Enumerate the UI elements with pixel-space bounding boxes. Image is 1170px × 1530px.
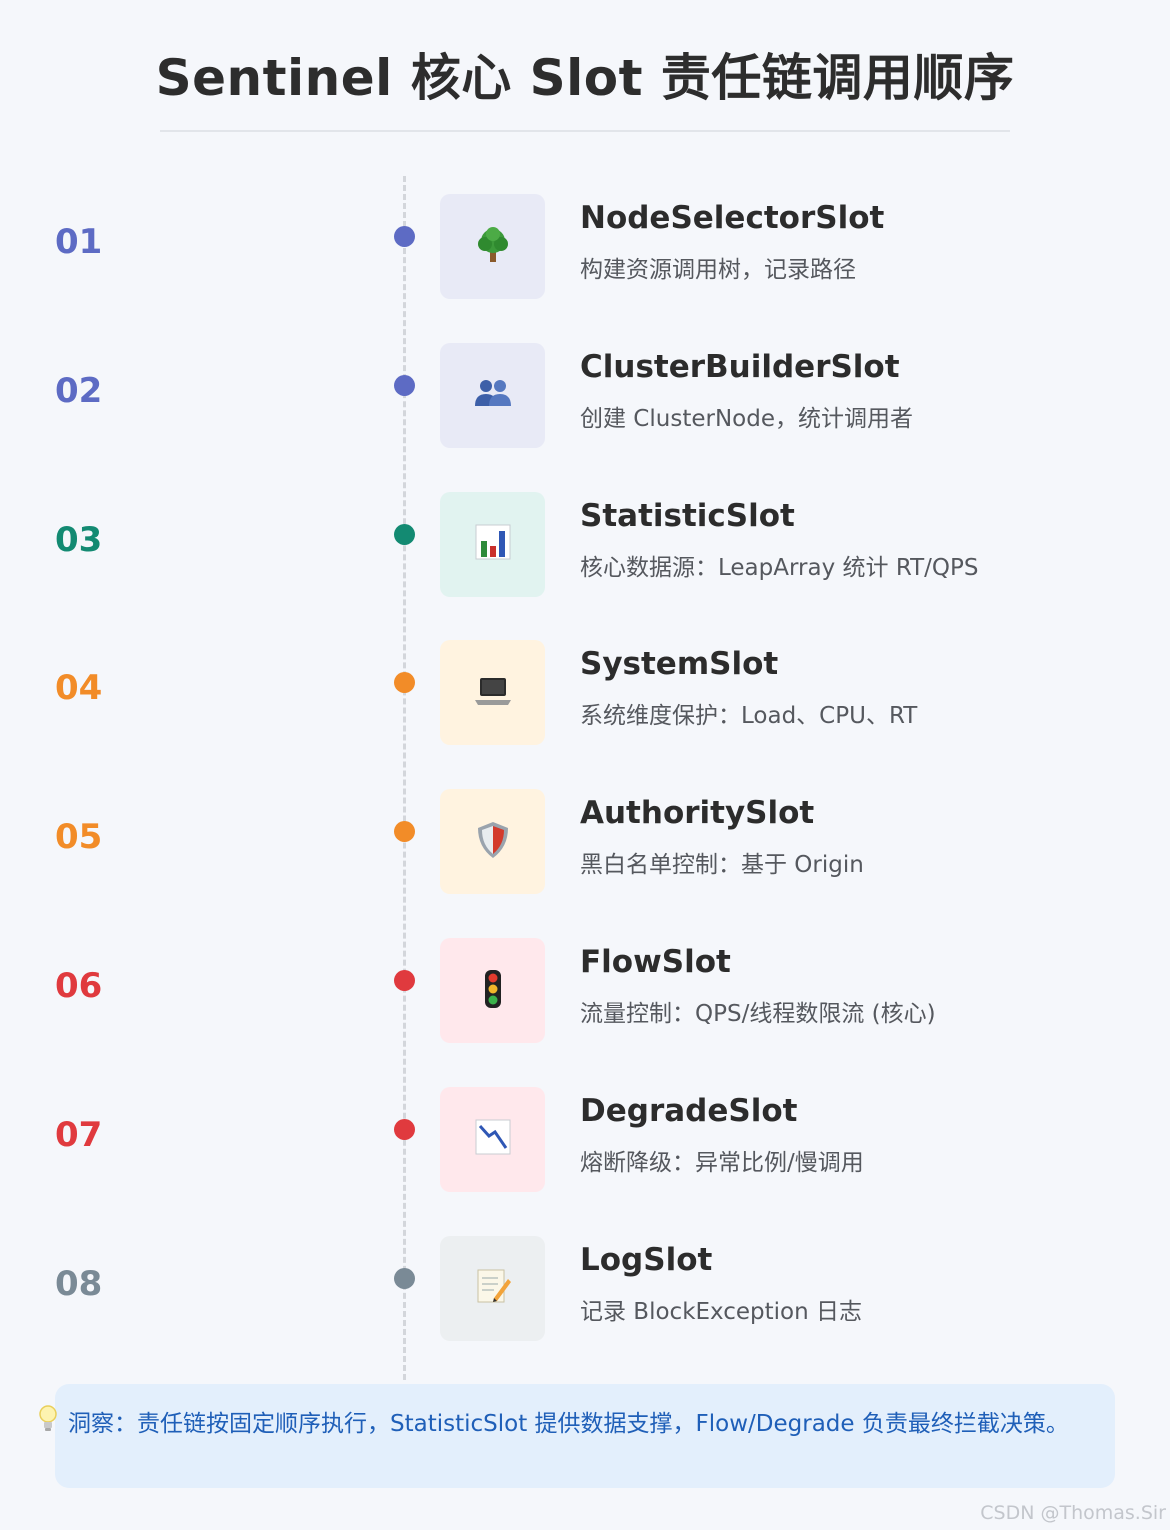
slot-name: AuthoritySlot (580, 795, 815, 832)
timeline-dot (394, 226, 415, 247)
step-number: 08 (55, 1263, 103, 1304)
timeline-dot (394, 1267, 415, 1289)
insight-box (55, 1384, 1115, 1488)
slot-description: 记录 BlockException 日志 (580, 1298, 863, 1325)
step-number: 03 (55, 519, 103, 560)
slot-description: 黑白名单控制：基于 Origin (580, 852, 864, 879)
timeline-dot (394, 374, 415, 396)
tree-icon (472, 224, 514, 270)
slot-step: 05 AuthoritySlot 黑白名单控制：基于 Origin (0, 789, 1170, 895)
step-number: 06 (55, 966, 103, 1006)
bar-chart-icon (472, 521, 514, 567)
shield-icon (472, 819, 514, 865)
slot-name: LogSlot (580, 1241, 713, 1278)
step-icon-box (440, 789, 545, 895)
slot-description: 流量控制：QPS/线程数限流 (核心) (580, 1001, 936, 1027)
timeline-dot (394, 1118, 415, 1140)
slot-step: 06 FlowSlot 流量控制：QPS/线程数限流 (核心) (0, 938, 1170, 1044)
step-number: 04 (55, 668, 103, 709)
slot-step: 01 NodeSelectorSlot 构建资源调用树，记录路径 (0, 194, 1170, 300)
slot-name: NodeSelectorSlot (580, 200, 885, 236)
traffic-light-icon (472, 968, 514, 1014)
slot-description: 核心数据源：LeapArray 统计 RT/QPS (580, 554, 979, 581)
step-icon-box (440, 1086, 545, 1192)
slot-description: 创建 ClusterNode，统计调用者 (580, 405, 913, 432)
watermark: CSDN @Thomas.Sir (980, 1502, 1166, 1524)
users-icon (472, 372, 514, 418)
step-number: 07 (55, 1114, 103, 1155)
slot-name: FlowSlot (580, 944, 731, 980)
memo-icon (472, 1265, 514, 1311)
slot-name: StatisticSlot (580, 497, 795, 534)
slot-step: 04 SystemSlot 系统维度保护：Load、CPU、RT (0, 640, 1170, 746)
timeline-dot (394, 970, 415, 991)
step-icon-box (440, 491, 545, 597)
chart-decreasing-icon (472, 1116, 514, 1162)
slot-step: 03 StatisticSlot 核心数据源：LeapArray 统计 RT/QPS (0, 491, 1170, 598)
step-icon-box (440, 938, 545, 1043)
lightbulb-icon (39, 1405, 57, 1431)
laptop-icon (472, 670, 514, 716)
slot-description: 系统维度保护：Load、CPU、RT (580, 703, 918, 730)
step-icon-box (440, 640, 545, 746)
title-divider (160, 130, 1010, 132)
timeline-dot (394, 672, 415, 694)
slot-description: 熔断降级：异常比例/慢调用 (580, 1149, 864, 1176)
slot-step: 02 ClusterBuilderSlot 创建 ClusterNode，统计调用者 (0, 342, 1170, 449)
step-number: 01 (55, 222, 103, 262)
slot-description: 构建资源调用树，记录路径 (580, 257, 856, 283)
insight-text: 洞察：责任链按固定顺序执行，StatisticSlot 提供数据支撑，Flow/… (68, 1411, 1069, 1437)
step-icon-box (440, 342, 545, 448)
slot-step: 08 LogSlot 记录 BlockException 日志 (0, 1235, 1170, 1342)
timeline-dot (394, 523, 415, 545)
timeline-line (403, 176, 406, 1380)
step-number: 05 (55, 817, 103, 858)
step-icon-box (440, 1235, 545, 1341)
timeline-dot (394, 821, 415, 843)
slot-name: DegradeSlot (580, 1092, 798, 1129)
step-icon-box (440, 194, 545, 299)
slot-step: 07 DegradeSlot 熔断降级：异常比例/慢调用 (0, 1086, 1170, 1193)
step-number: 02 (55, 370, 103, 411)
slot-name: SystemSlot (580, 646, 779, 683)
slot-name: ClusterBuilderSlot (580, 348, 900, 385)
page-title: Sentinel 核心 Slot 责任链调用顺序 (155, 49, 1015, 107)
